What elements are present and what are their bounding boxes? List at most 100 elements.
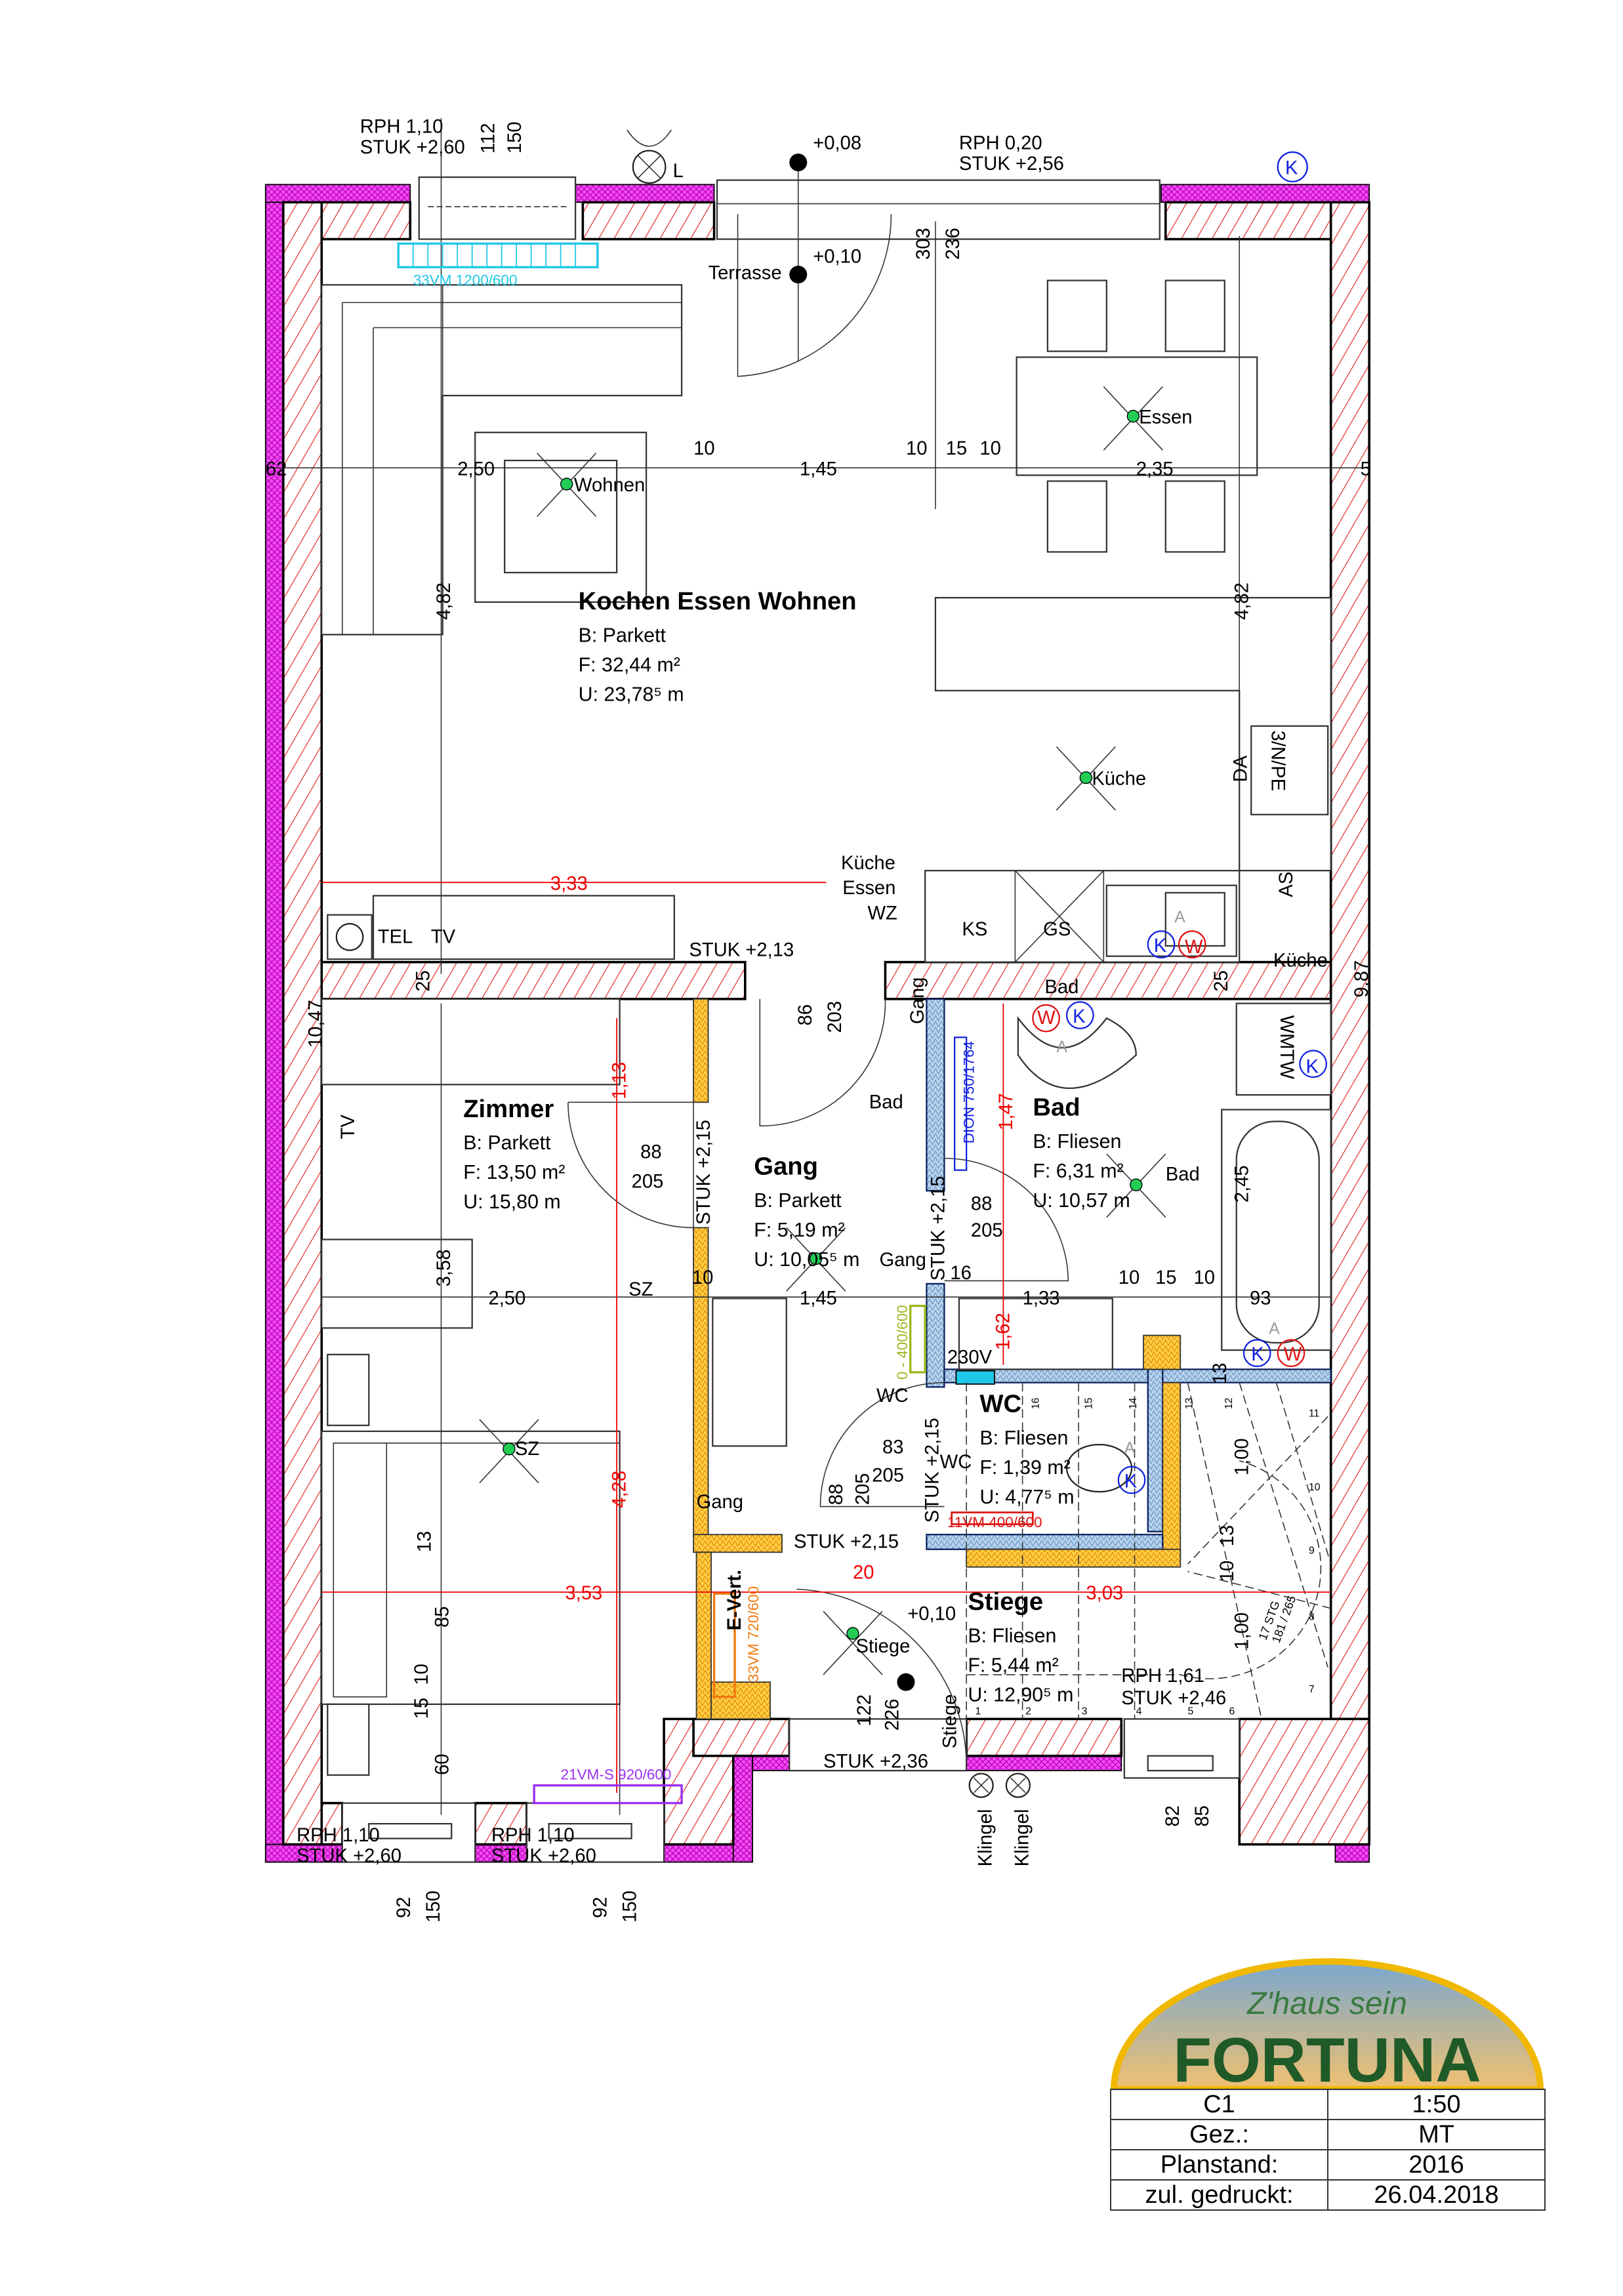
label-socket-tv: TV [431, 926, 456, 947]
label-basin-cold: K [1073, 1006, 1086, 1027]
room-name-stiege: Stiege [968, 1588, 1043, 1616]
dimension-label: 10 [906, 438, 928, 459]
stair-step-number: 11 [1309, 1408, 1319, 1419]
dimension-label: 62 [266, 459, 287, 480]
label-switch-sz: SZ [628, 1279, 653, 1300]
dimension-label: 16 [950, 1263, 972, 1284]
label-cold-water-top: K [1285, 158, 1298, 179]
drawn-by-label: Gez.: [1110, 2119, 1328, 2150]
label-stuk-wc-door: STUK +2,15 [922, 1418, 943, 1523]
room-perimeter-stiege: U: 12,90⁵ m [968, 1684, 1073, 1706]
logo-tagline: Z'haus sein [1246, 1986, 1407, 2021]
label-socket-tel: TEL [378, 926, 413, 947]
plan-status: 2016 [1327, 2149, 1546, 2181]
label-level-inside: +0,10 [813, 247, 861, 268]
dimension-label: 150 [423, 1891, 444, 1923]
label-light-gang: Gang [879, 1250, 926, 1271]
dimension-label: 2,45 [1232, 1165, 1253, 1202]
dimension-label: 303 [913, 228, 934, 260]
dimension-label: 10 [692, 1267, 714, 1288]
label-light-sz: SZ [515, 1439, 539, 1460]
dimension-label: 88 [971, 1193, 993, 1214]
label-door-bad: Bad [869, 1092, 903, 1113]
label-light-stiege: Stiege [855, 1636, 910, 1657]
label-bell-2: Klingel [1012, 1809, 1033, 1867]
label-switch-wc: WC [876, 1385, 909, 1406]
stair-step-number: 4 [1136, 1706, 1142, 1717]
label-level-terrace-out: +0,08 [813, 133, 861, 154]
label-basin-warm: W [1037, 1008, 1056, 1029]
dimension-label: 15 [946, 438, 968, 459]
label-rph-bottom-2: RPH 1,10 [491, 1825, 575, 1846]
label-sink-warm: W [1185, 937, 1203, 958]
label-switch-kueche-right: Küche [1273, 950, 1328, 971]
dimension-label-red: 1,62 [993, 1313, 1014, 1350]
room-perimeter-bad: U: 10,57 m [1033, 1190, 1130, 1212]
label-stuk-terrace: STUK +2,56 [959, 154, 1064, 174]
windows [341, 176, 1241, 1863]
dimension-label-red: 20 [853, 1563, 874, 1584]
stair-step-number: 12 [1223, 1398, 1235, 1410]
exterior-walls [282, 201, 1370, 1846]
dimension-label: 88 [640, 1142, 662, 1163]
ceiling-light-stiege [823, 1610, 883, 1675]
ceiling-light-kueche [1056, 746, 1116, 811]
label-stuk-entry: STUK +2,36 [823, 1752, 928, 1773]
room-perimeter-zimmer: U: 15,80 m [463, 1191, 561, 1213]
dimension-label: 1,00 [1232, 1612, 1253, 1650]
dimension-label-red: 3,33 [550, 873, 588, 894]
room-area-kochen: F: 32,44 m² [579, 655, 680, 676]
stair-step-number: 13 [1183, 1397, 1195, 1409]
label-stuk-bottom-1: STUK +2,60 [297, 1846, 401, 1867]
room-area-zimmer: F: 13,50 m² [463, 1162, 565, 1183]
dimension-label: 2,50 [457, 459, 495, 480]
dimension-label: 92 [394, 1897, 415, 1919]
dimension-label: 10 [979, 438, 1001, 459]
label-light-kueche: Küche [1092, 769, 1146, 790]
ceiling-light-wohnen [537, 453, 597, 517]
label-e-vert: E-Vert. [724, 1570, 745, 1631]
dimension-label: 1,45 [800, 459, 837, 480]
label-light-outdoor: L [673, 161, 684, 182]
label-stuk-kitchen-door: STUK +2,13 [689, 940, 794, 961]
dimension-label: 10 [1119, 1267, 1140, 1288]
dimension-label: 88 [826, 1484, 847, 1506]
room-area-bad: F: 6,31 m² [1033, 1160, 1123, 1182]
label-radiator-living: 33VM 1200/600 [413, 272, 518, 288]
label-tub-cold: K [1251, 1344, 1264, 1365]
dimension-label: 150 [619, 1891, 640, 1923]
room-area-wc: F: 1,39 m² [979, 1457, 1070, 1479]
dimension-label: 4,82 [434, 583, 455, 620]
room-floor-zimmer: B: Parkett [463, 1132, 551, 1154]
stair-step-number: 1 [976, 1706, 981, 1717]
label-switch-stiege: Stiege [939, 1694, 960, 1749]
label-light-wohnen: Wohnen [574, 475, 645, 496]
dimension-label: 10 [411, 1664, 432, 1685]
dimension-label: 203 [825, 1001, 846, 1033]
label-light-bad: Bad [1166, 1164, 1200, 1185]
stair-step-number: 10 [1309, 1482, 1321, 1493]
dimension-label: 15 [1155, 1267, 1177, 1288]
dimension-label: 1,00 [1232, 1438, 1253, 1475]
label-rph-stiege: RPH 1,61 [1121, 1666, 1204, 1687]
dimension-label: 112 [478, 123, 499, 154]
label-switch-kueche: Küche [841, 853, 895, 874]
plan-status-label: Planstand: [1110, 2149, 1328, 2181]
stair-step-number: 2 [1025, 1706, 1031, 1717]
fortuna-logo: Z'haus sein FORTUNA [1109, 1958, 1546, 2095]
dimension-label: 92 [590, 1897, 611, 1919]
dimension-label-red: 1,13 [609, 1062, 630, 1099]
label-socket-cooker: 3/N/PE [1267, 731, 1288, 792]
label-radiator-bad: DION 750/1764 [960, 1041, 977, 1143]
dimension-label: 13 [1217, 1525, 1238, 1547]
label-rph-bottom-1: RPH 1,10 [297, 1825, 380, 1846]
staircase [966, 1382, 1332, 1719]
label-stuk-zimmer-door: STUK +2,15 [693, 1120, 714, 1225]
dimension-label: 236 [943, 228, 964, 260]
label-switch-essen: Essen [842, 878, 895, 899]
label-socket-da: DA [1230, 755, 1251, 782]
label-switch-gang-top: Gang [907, 977, 928, 1024]
outdoor-light-icon [627, 129, 672, 184]
dimension-label: 122 [854, 1694, 875, 1727]
